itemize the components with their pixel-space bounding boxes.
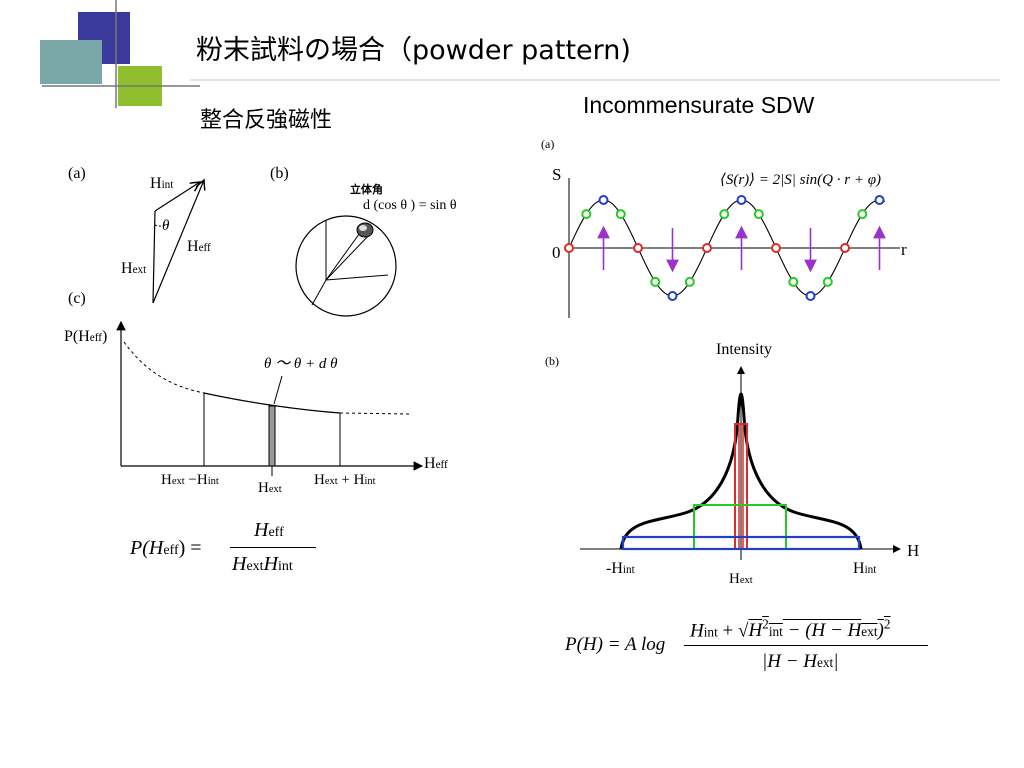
fig-c-plot: [116, 320, 424, 476]
spin-site: [719, 209, 730, 220]
cone-edge-1: [325, 229, 363, 281]
spin-site: [702, 243, 712, 253]
fig-c-dashed-curve-left: [123, 341, 205, 394]
fig-c-pointer: [273, 375, 283, 405]
right-heading: Incommensurate SDW: [583, 92, 815, 118]
sdw-a-formula: ⟨S(r)⟩ = 2|S| sin(Q · r + φ): [720, 172, 881, 188]
spin-site: [805, 291, 816, 301]
spin-site: [771, 243, 781, 253]
deco-teal-square: [40, 40, 102, 84]
fig-c-y-label: P(Heff): [64, 328, 108, 345]
fig-c-dashed-curve-right: [339, 412, 411, 415]
title-rule: [190, 79, 1000, 81]
spin-site: [598, 195, 609, 205]
sdw-b-formula-lhs: P(H) = A log: [565, 634, 666, 655]
sdw-a-zero-label: 0: [552, 243, 561, 262]
sdw-b-formula-numerator: Hint + √H2int − (H − Hext)2: [690, 617, 891, 642]
fig-c-shaded-bin: [268, 405, 276, 467]
fig-c-label: (c): [68, 290, 86, 307]
fig-b-formula: d (cos θ ) = sin θ: [363, 198, 457, 213]
spin-site: [753, 209, 764, 220]
sdw-b-plot: [580, 366, 901, 560]
spin-site: [564, 243, 574, 253]
sdw-b-formula-denominator: |H − Hext|: [762, 651, 839, 672]
sdw-b-blue-box: [621, 535, 861, 551]
spin-site: [667, 291, 678, 301]
sdw-b-green-box: [693, 504, 787, 550]
fig-c-tick-left: Hext −Hint: [161, 472, 219, 488]
sdw-b-left-tick: -Hint: [606, 560, 635, 577]
left-heading: 整合反強磁性: [200, 108, 333, 133]
sdw-b-mid-tick: Hext: [729, 571, 753, 587]
sphere-radius: [325, 274, 389, 281]
fig-c-tick-mid: Hext: [258, 480, 282, 496]
h-eff-vector: [152, 180, 204, 304]
fig-a-theta: θ: [162, 218, 170, 234]
fig-c-formula-lhs: P(Heff) =: [130, 537, 202, 559]
fig-a-label: (a): [68, 165, 86, 182]
sphere-outline: [295, 215, 397, 317]
fig-c-formula-fraction-bar: [230, 547, 316, 548]
spin-site: [650, 276, 661, 287]
sdw-a-y-label: S: [552, 165, 562, 184]
sdw-a-spin-arrows: [597, 225, 886, 273]
spin-site: [857, 209, 868, 220]
fig-a-hint-label: Hint: [150, 175, 174, 192]
patch-highlight: [359, 225, 367, 231]
sdw-b-spectrum: [619, 392, 863, 550]
sdw-a-spin-points: [564, 195, 885, 301]
fig-b-sphere: [295, 215, 397, 317]
fig-a-vectors: [152, 170, 240, 304]
fig-b-label: (b): [270, 165, 289, 182]
h-ext-vector: [152, 210, 156, 304]
fig-a-hext-label: Hext: [121, 260, 147, 277]
cone-edge-2: [325, 233, 371, 281]
fig-c-x-label: Heff: [424, 455, 448, 472]
fig-b-solid-angle-label: 立体角: [350, 183, 383, 196]
spin-site: [736, 195, 747, 205]
fig-a-heff-label: Heff: [187, 238, 211, 255]
theta-arc: [154, 222, 171, 227]
spin-site: [874, 195, 885, 205]
h-int-vector: [154, 182, 200, 212]
sphere-radius-2: [311, 279, 327, 306]
sdw-b-right-tick: Hint: [853, 560, 877, 577]
fig-c-range-label: θ 〜 θ + d θ: [264, 356, 338, 372]
sdw-b-formula-fraction-bar: [684, 645, 928, 646]
spin-site: [840, 243, 850, 253]
spin-site: [633, 243, 643, 253]
fig-c-tick-right: Hext + Hint: [314, 472, 376, 488]
sdw-b-y-label: Intensity: [716, 341, 772, 358]
sdw-b-label: (b): [545, 354, 559, 368]
sdw-a-x-label: r: [901, 240, 907, 259]
corner-decoration: [40, 0, 200, 108]
spin-site: [684, 276, 695, 287]
spin-site: [615, 209, 626, 220]
sdw-b-x-label: H: [907, 541, 920, 560]
spin-site: [822, 276, 833, 287]
spin-site: [581, 209, 592, 220]
fig-c-formula-denominator: HextHint: [232, 553, 293, 575]
sdw-a-plot: [564, 178, 900, 318]
slide-title: 粉末試料の場合（powder pattern): [196, 35, 631, 66]
spin-site: [788, 276, 799, 287]
sdw-a-label: (a): [541, 137, 555, 151]
fig-c-formula-numerator: Heff: [254, 519, 284, 541]
